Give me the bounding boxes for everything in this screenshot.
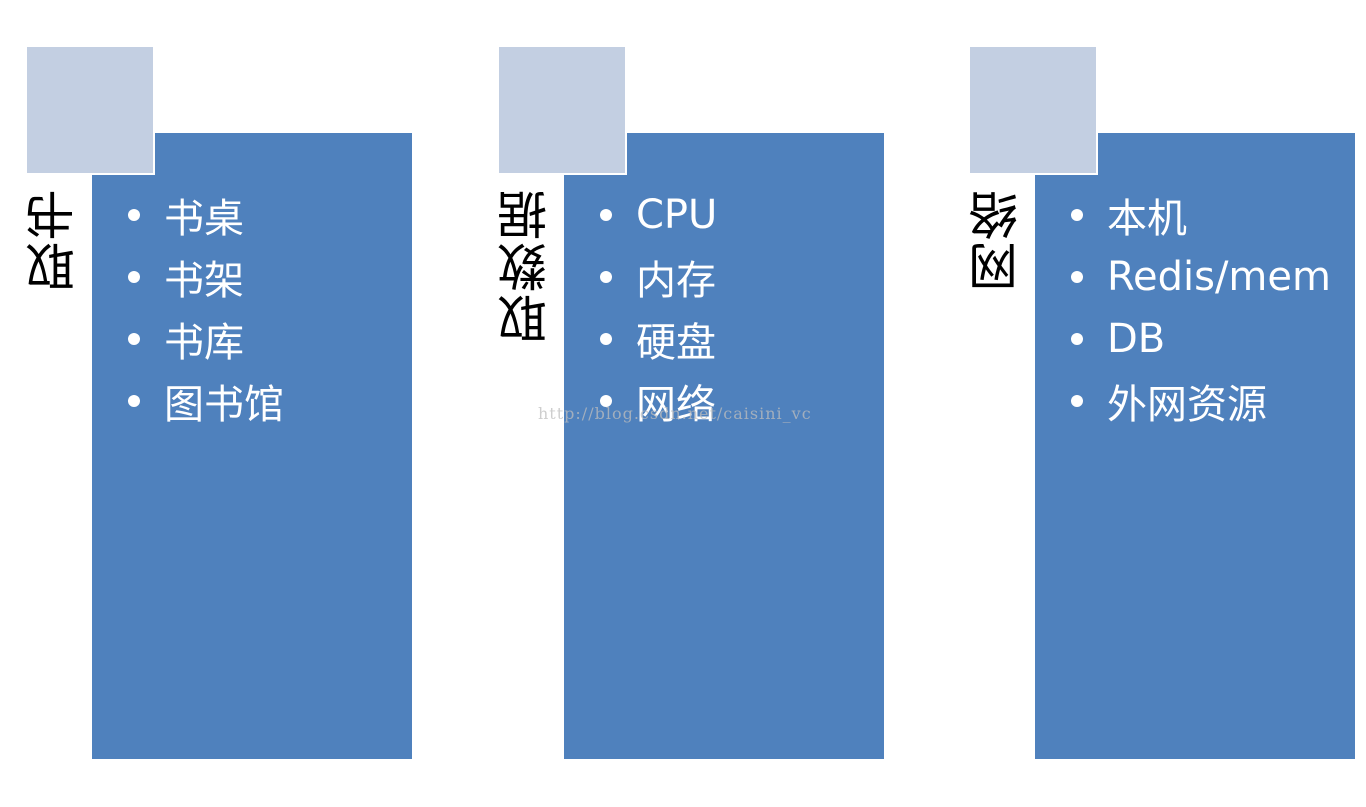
- item-label: 书库: [164, 320, 244, 366]
- item-label: 内存: [636, 258, 716, 304]
- bullet-icon: [1071, 271, 1083, 283]
- item-label: DB: [1107, 316, 1166, 362]
- list-item: Redis/mem: [1063, 246, 1331, 308]
- group-title: 取书: [25, 188, 83, 292]
- item-label: 书架: [164, 258, 244, 304]
- item-label: CPU: [636, 192, 718, 238]
- accent-square: [497, 45, 627, 175]
- list-item: 书库: [120, 308, 284, 370]
- item-list: 本机 Redis/mem DB 外网资源: [1063, 184, 1331, 432]
- panel: [92, 133, 412, 759]
- group-title: 网络: [968, 188, 1026, 292]
- group-title: 取数据: [497, 188, 555, 344]
- list-item: 本机: [1063, 184, 1331, 246]
- bullet-icon: [128, 333, 140, 345]
- list-item: 外网资源: [1063, 370, 1331, 432]
- watermark-text: http://blog.csdn.net/caisini_vc: [538, 404, 812, 423]
- list-item: 内存: [592, 246, 717, 308]
- list-item: 书桌: [120, 184, 284, 246]
- group-take-data: 取数据 CPU 内存 硬盘 网络: [472, 0, 884, 807]
- list-item: DB: [1063, 308, 1331, 370]
- bullet-icon: [128, 395, 140, 407]
- bullet-icon: [1071, 395, 1083, 407]
- bullet-icon: [600, 209, 612, 221]
- item-label: 网络: [636, 382, 716, 428]
- list-item: CPU: [592, 184, 717, 246]
- list-item: 网络: [592, 370, 717, 432]
- bullet-icon: [128, 271, 140, 283]
- bullet-icon: [1071, 333, 1083, 345]
- bullet-icon: [1071, 209, 1083, 221]
- item-label: 书桌: [164, 196, 244, 242]
- item-list: 书桌 书架 书库 图书馆: [120, 184, 284, 432]
- list-item: 书架: [120, 246, 284, 308]
- group-network: 网络 本机 Redis/mem DB 外网资源: [943, 0, 1355, 807]
- item-label: 外网资源: [1107, 382, 1267, 428]
- item-label: Redis/mem: [1107, 254, 1331, 300]
- list-item: 硬盘: [592, 308, 717, 370]
- item-label: 硬盘: [636, 320, 716, 366]
- item-label: 图书馆: [164, 382, 284, 428]
- list-item: 图书馆: [120, 370, 284, 432]
- bullet-icon: [600, 333, 612, 345]
- panel: [1035, 133, 1355, 759]
- bullet-icon: [128, 209, 140, 221]
- group-take-books: 取书 书桌 书架 书库 图书馆: [0, 0, 412, 807]
- bullet-icon: [600, 395, 612, 407]
- accent-square: [968, 45, 1098, 175]
- item-list: CPU 内存 硬盘 网络: [592, 184, 717, 432]
- bullet-icon: [600, 271, 612, 283]
- item-label: 本机: [1107, 196, 1187, 242]
- accent-square: [25, 45, 155, 175]
- panel: [564, 133, 884, 759]
